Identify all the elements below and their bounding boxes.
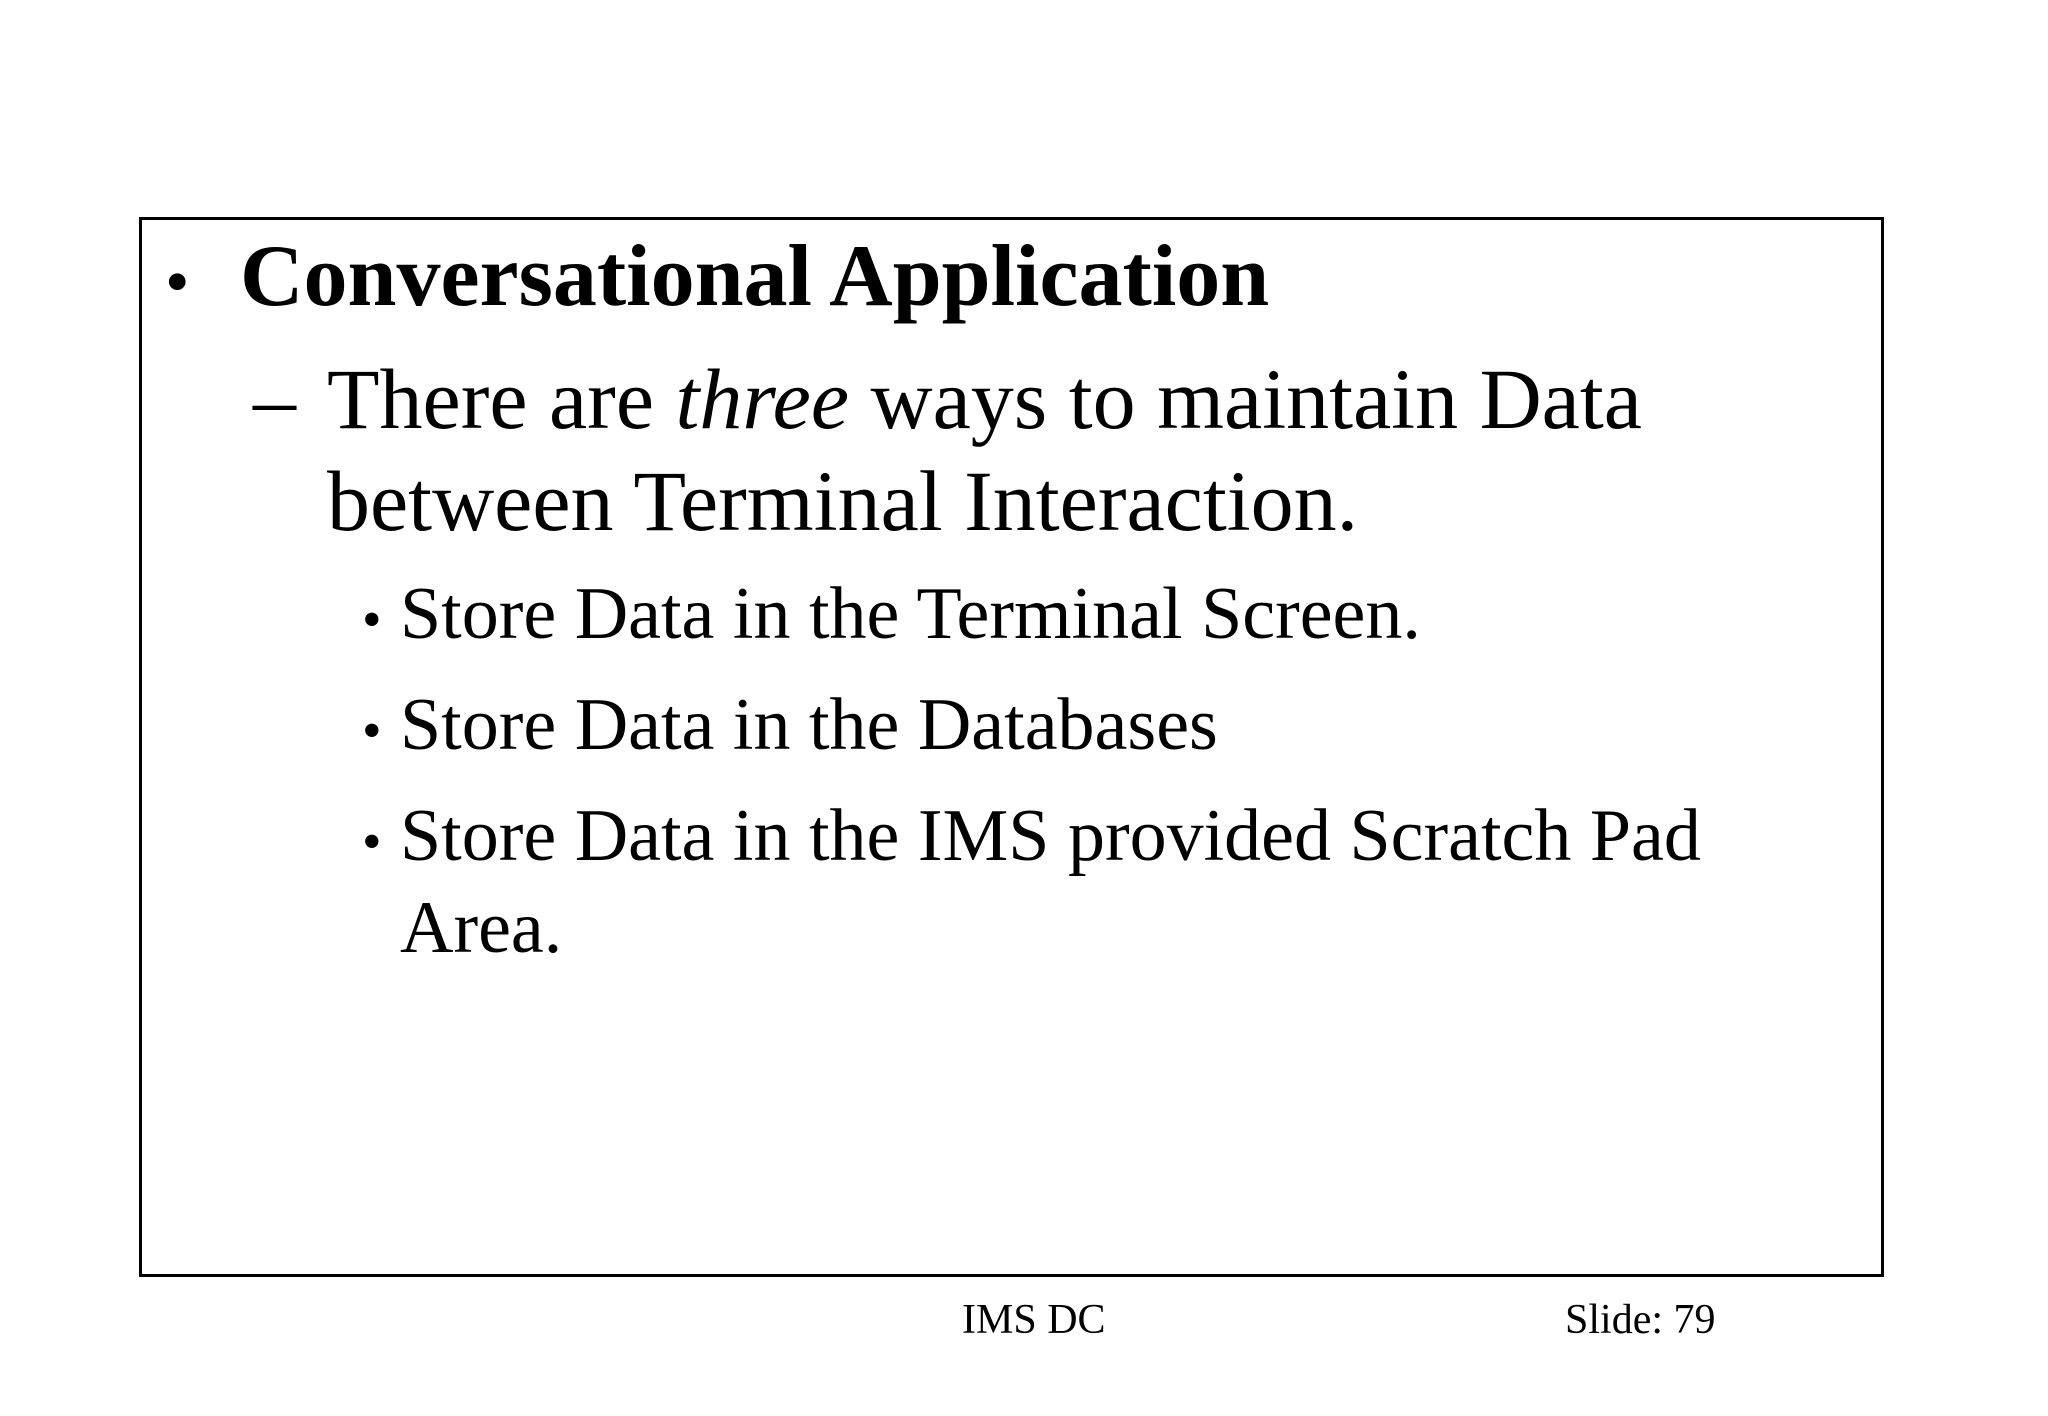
point-1-line-1: Store Data in the Terminal Screen. bbox=[400, 573, 1421, 655]
bullet-list-level3: • Store Data in the Terminal Screen. • S… bbox=[362, 568, 1701, 987]
footer-slide-number: Slide: 79 bbox=[1565, 1297, 1716, 1343]
bullet-dot-marker: • bbox=[362, 811, 382, 873]
sub-line-1-italic: three bbox=[675, 351, 850, 447]
sub-line-1-pre: There are bbox=[327, 351, 676, 447]
list-item: • Store Data in the Terminal Screen. bbox=[362, 568, 1701, 666]
slide-content-box: • Conversational Application – There are… bbox=[139, 217, 1884, 1277]
footer-document-title: IMS DC bbox=[962, 1297, 1106, 1343]
sub-bullet-text: There are three ways to maintain Data be… bbox=[327, 348, 1642, 552]
sub-line-1-post: ways to maintain Data bbox=[849, 351, 1642, 447]
bullet-dot-marker: • bbox=[362, 589, 382, 651]
point-text: Store Data in the Terminal Screen. bbox=[400, 568, 1421, 660]
sub-line-1: There are three ways to maintain Data bbox=[327, 348, 1642, 450]
bullet-dot-marker: • bbox=[362, 700, 382, 762]
bullet-item-sub: – There are three ways to maintain Data … bbox=[253, 348, 1642, 552]
slide-title: Conversational Application bbox=[240, 228, 1270, 325]
sub-line-2: between Terminal Interaction. bbox=[327, 453, 1359, 549]
point-2-line-1: Store Data in the Databases bbox=[400, 684, 1218, 766]
bullet-dot-marker: • bbox=[165, 244, 190, 321]
list-item: • Store Data in the IMS provided Scratch… bbox=[362, 790, 1701, 974]
point-3-line-1: Store Data in the IMS provided Scratch P… bbox=[400, 795, 1701, 877]
point-text: Store Data in the IMS provided Scratch P… bbox=[400, 790, 1701, 974]
point-3-line-2: Area. bbox=[400, 887, 563, 969]
bullet-item-title: • Conversational Application bbox=[165, 224, 1269, 336]
list-item: • Store Data in the Databases bbox=[362, 679, 1701, 777]
dash-marker: – bbox=[253, 351, 296, 447]
point-text: Store Data in the Databases bbox=[400, 679, 1218, 771]
